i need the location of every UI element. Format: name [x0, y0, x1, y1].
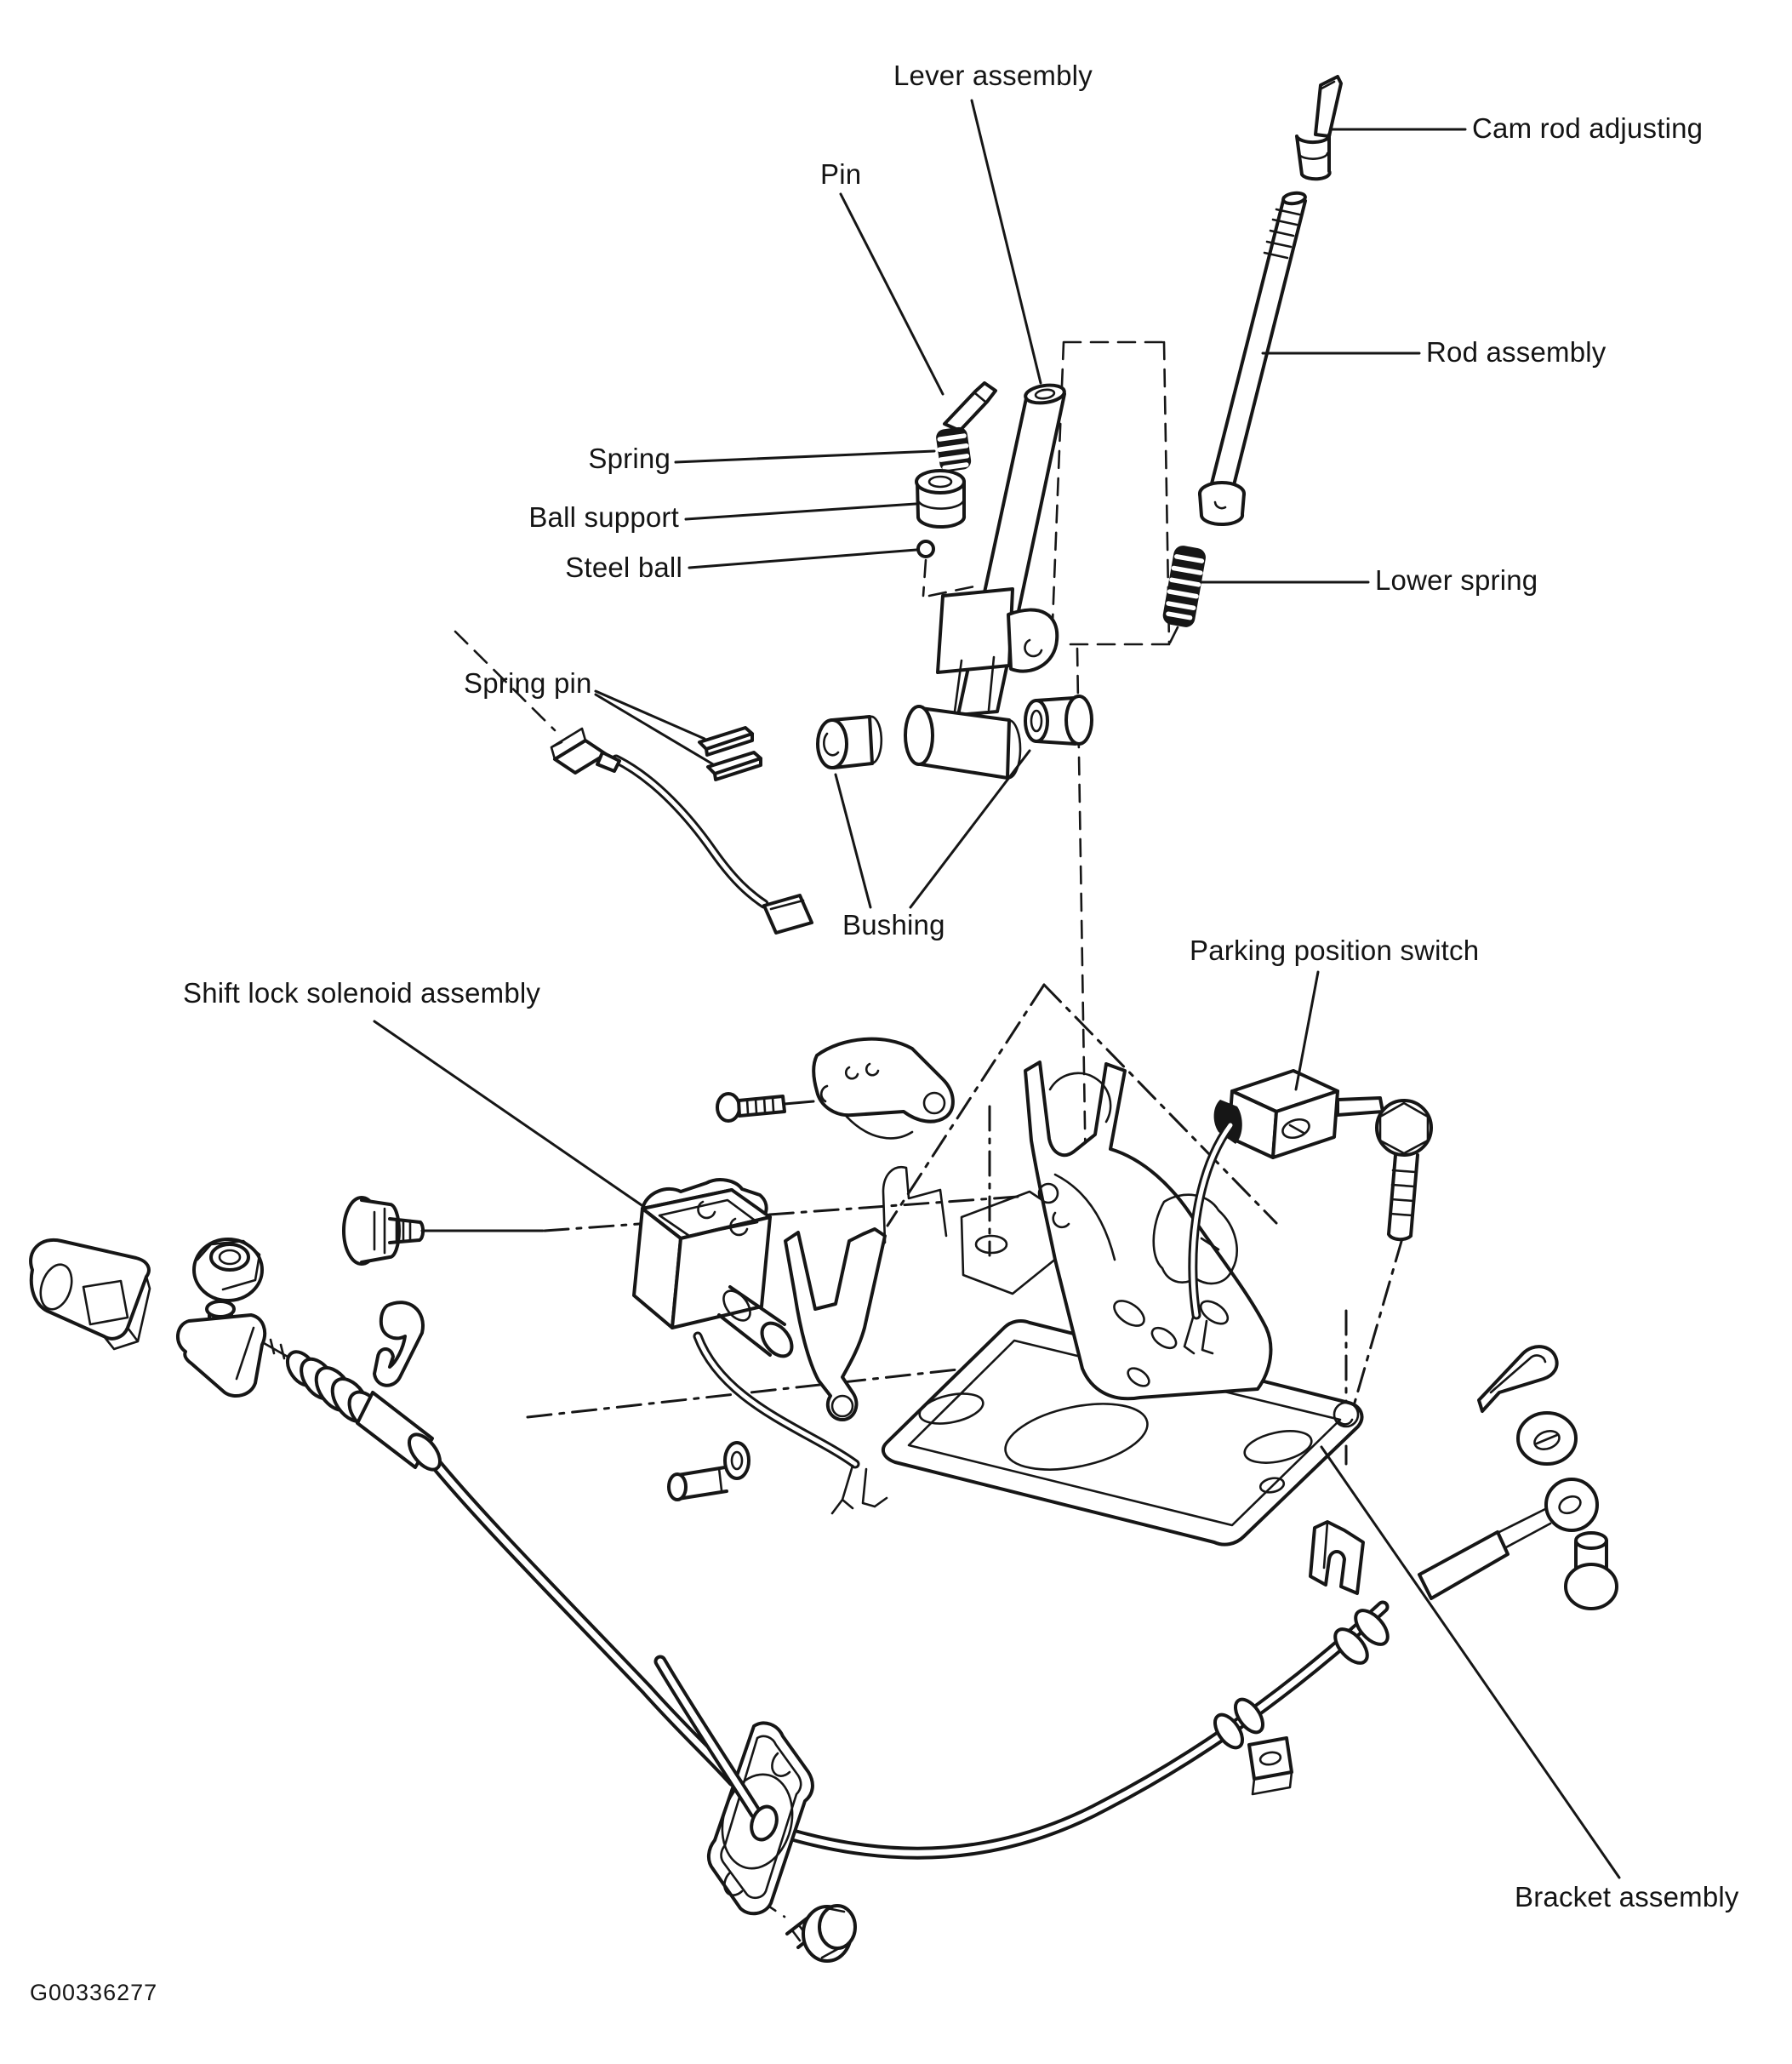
cable-adjuster-boot: [262, 1338, 740, 1787]
leader-pin: [839, 192, 945, 396]
leader-parking-position-switch: [1294, 970, 1320, 1091]
lever-assembly: [904, 383, 1066, 780]
leader-shift-lock-solenoid: [373, 1020, 646, 1209]
c-clip: [373, 1301, 425, 1387]
cotter-pin: [1477, 1345, 1559, 1413]
leader-steel-ball: [688, 548, 918, 569]
leader-ball-support: [684, 502, 917, 521]
rod-assembly: [1198, 191, 1307, 527]
leader-spring: [674, 449, 936, 464]
label-parking-position-switch: Parking position switch: [1190, 935, 1480, 966]
label-pin: Pin: [820, 158, 862, 190]
cable-flange-plate: [653, 1655, 814, 1916]
cable-end-clevis: [176, 1300, 267, 1398]
detent-lever: [784, 1227, 887, 1421]
mushroom-stud: [1564, 1531, 1618, 1610]
cam-arm-and-screw: [716, 1037, 955, 1140]
hex-flange-bolt-left: [342, 1196, 545, 1266]
label-lower-spring: Lower spring: [1375, 564, 1538, 596]
bushing-right: [1024, 695, 1093, 746]
u-clamp: [1309, 1520, 1365, 1595]
wire-harness: [550, 727, 813, 935]
hex-flange-bolt-bottom: [785, 1904, 857, 1963]
label-cam-rod-adjusting: Cam rod adjusting: [1472, 112, 1704, 144]
floor-bracket-tab: [1247, 1736, 1293, 1796]
label-steel-ball: Steel ball: [565, 552, 682, 583]
label-bushing: Bushing: [842, 909, 945, 941]
leader-bushing: [834, 749, 1031, 909]
clevis-pin-and-washer: [667, 1441, 750, 1501]
hex-bolt-upper-right: [1375, 1099, 1433, 1242]
bracket-pedestal: [882, 1165, 1059, 1295]
flange-nut: [192, 1238, 264, 1302]
pin-clip: [943, 381, 997, 432]
spring-pins: [698, 726, 762, 781]
label-bracket-assembly: Bracket assembly: [1515, 1881, 1739, 1912]
steel-ball: [916, 540, 935, 558]
ball-support: [915, 469, 967, 529]
small-spring: [936, 426, 972, 472]
grommet: [1516, 1411, 1578, 1466]
shift-lock-solenoid: [632, 1178, 888, 1515]
parking-position-switch: [1183, 1069, 1384, 1355]
bracket-upright-plate: [1024, 1061, 1273, 1401]
label-ball-support: Ball support: [528, 501, 679, 533]
leader-spring-pin: [594, 689, 715, 766]
leader-lines: [373, 99, 1621, 1879]
leader-bracket-assembly: [1320, 1445, 1621, 1879]
label-lever-assembly: Lever assembly: [893, 60, 1093, 91]
shift-cable: [763, 1478, 1599, 1860]
leader-lever-assembly: [970, 99, 1042, 385]
cam-rod-adjusting-piece: [1295, 75, 1343, 181]
lower-spring: [1162, 546, 1206, 627]
cable-eye-plate: [29, 1238, 151, 1351]
label-rod-assembly: Rod assembly: [1426, 336, 1607, 368]
figure-code: G00336277: [30, 1980, 158, 2005]
label-spring-pin: Spring pin: [464, 667, 592, 699]
label-shift-lock-solenoid-assembly: Shift lock solenoid assembly: [183, 977, 541, 1009]
bushing-left: [816, 715, 883, 769]
label-spring: Spring: [588, 443, 671, 474]
